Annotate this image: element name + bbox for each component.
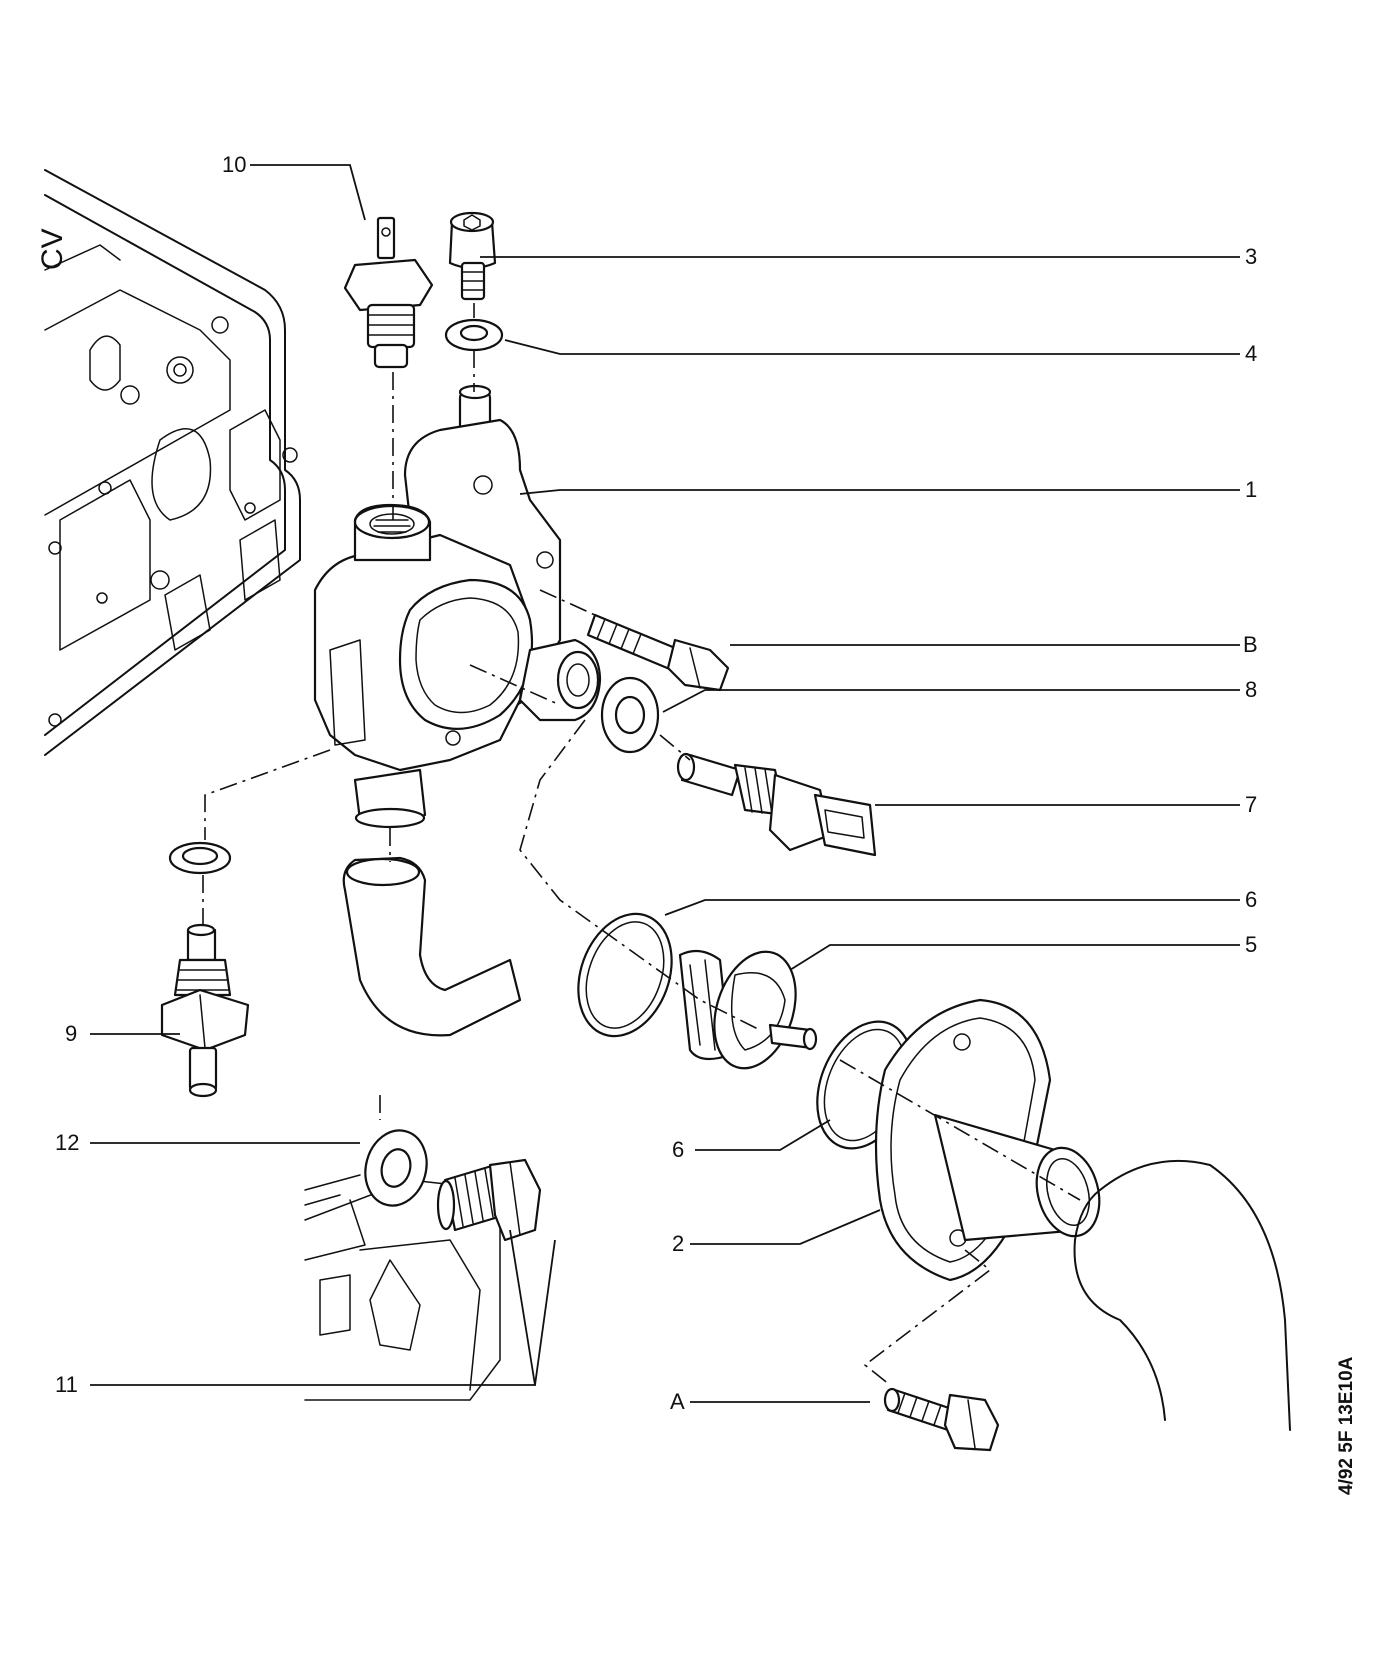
- callout-6-lower: 6: [672, 1137, 684, 1162]
- coolant-hose-elbow: [342, 856, 522, 1037]
- part-1-thermostat-housing: [313, 384, 602, 829]
- part-6-o-ring-upper: [577, 912, 673, 1038]
- part-A-bolt: [883, 1387, 1000, 1452]
- callout-7: 7: [1245, 792, 1257, 817]
- callout-A: A: [670, 1389, 685, 1414]
- callout-2: 2: [672, 1231, 684, 1256]
- callout-10: 10: [222, 152, 246, 177]
- part-4-washer: [444, 318, 504, 352]
- part-2-thermostat-cover: [874, 998, 1101, 1282]
- callout-6-upper: 6: [1245, 887, 1257, 912]
- outlet-hose: [1073, 1159, 1291, 1431]
- part-B-bolt: [586, 613, 730, 692]
- part-3-cap-screw: [448, 211, 497, 301]
- engine-cylinder-head: CV: [36, 169, 301, 756]
- callout-3: 3: [1245, 244, 1257, 269]
- part-11-drain-plug: [436, 1158, 542, 1242]
- part-7-temperature-sensor: [676, 752, 877, 857]
- part-10-temperature-sender: [343, 216, 434, 369]
- part-8-sealing-washer: [600, 676, 660, 754]
- part-12-drain-washer: [364, 1129, 428, 1207]
- lower-engine-block: [304, 1174, 501, 1401]
- callout-4: 4: [1245, 341, 1257, 366]
- callout-labels: 10 3 4 1 B 8 7 6 5 6 2 A 9 12 11: [55, 152, 1258, 1414]
- leader-lines: [90, 164, 1240, 1403]
- engine-block-marking: CV: [36, 228, 69, 270]
- callout-B: B: [1243, 632, 1258, 657]
- callout-9: 9: [65, 1021, 77, 1046]
- callout-11: 11: [55, 1372, 78, 1397]
- callout-5: 5: [1245, 932, 1257, 957]
- callout-12: 12: [55, 1130, 79, 1155]
- alignment-axes: [202, 303, 1081, 1386]
- callout-1: 1: [1245, 477, 1257, 502]
- part-9-temperature-switch: [160, 841, 250, 1098]
- part-5-thermostat: [678, 949, 818, 1070]
- callout-8: 8: [1245, 677, 1257, 702]
- drawing-reference-code: 4/92 5F 13E10A: [1336, 1356, 1357, 1495]
